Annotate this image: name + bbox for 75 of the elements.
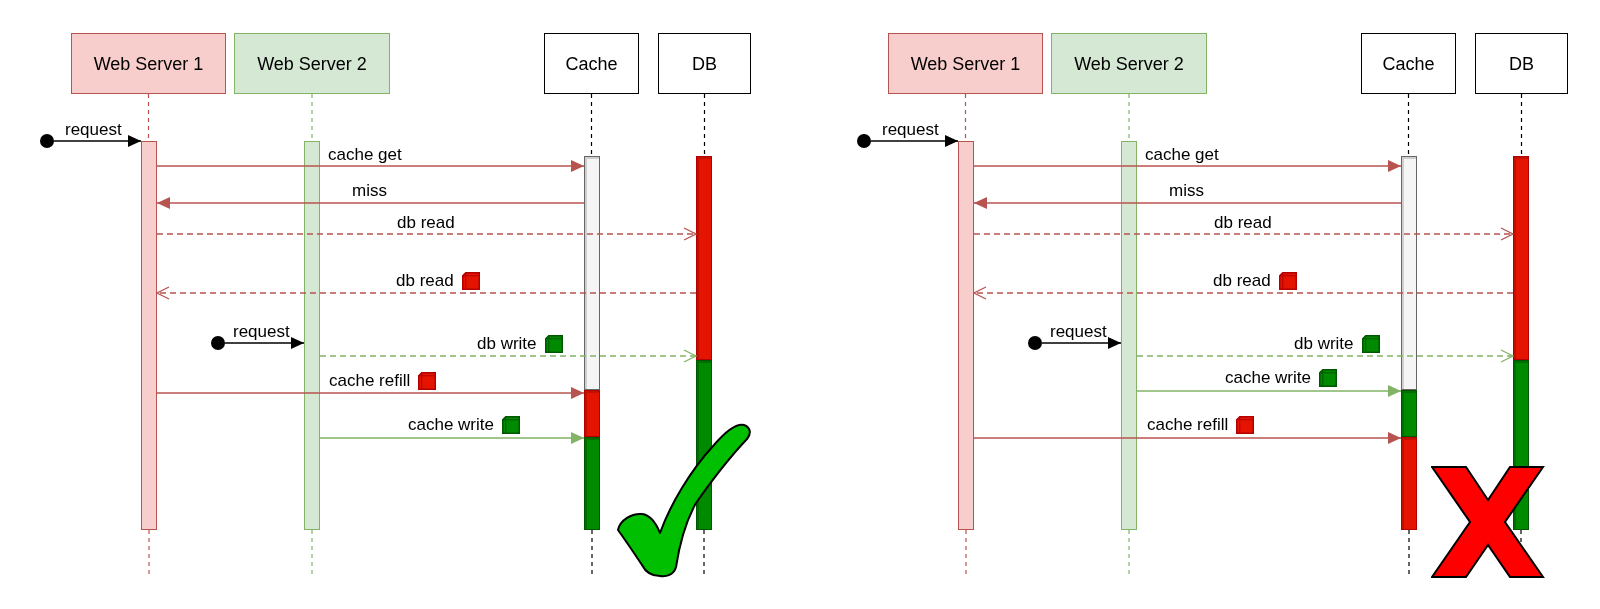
participant-label: Web Server 2 [1074,52,1184,75]
lifeline [703,93,706,157]
participant-label: DB [1509,52,1534,75]
lifeline [1520,93,1523,157]
lifeline [148,529,150,576]
message-arrow [973,432,1402,444]
participant-box [234,33,390,94]
message-label: request [882,120,939,140]
lifeline [965,529,967,576]
message-arrow [1041,337,1122,349]
lifeline [590,93,593,157]
message-arrow [870,135,959,147]
activation-bar [141,141,157,530]
activation-bar [1401,437,1417,530]
participant-label: Web Server 1 [93,52,204,75]
activation-bar [1513,156,1529,360]
participant-label: Web Server 1 [910,52,1021,75]
message-label: cache write [408,415,494,435]
participant-box [1051,33,1207,94]
message-label: request [65,120,122,140]
participant-label: Cache [1382,52,1435,75]
message-label: cache write [1225,368,1311,388]
message-arrow [1136,349,1514,363]
message-arrow [973,286,1514,300]
message-label: request [1050,322,1107,342]
message-arrow [973,197,1402,209]
message-label: db write [1294,334,1354,354]
participant-box [888,33,1043,94]
lifeline [703,529,705,576]
message-label: miss [352,181,387,201]
lifeline [311,529,313,576]
message-arrow [53,135,142,147]
message-arrow [156,160,585,172]
lifeline [1407,93,1410,157]
message-arrow [319,349,697,363]
participant-box [1475,33,1568,94]
message-arrow [319,432,585,444]
activation-bar [584,156,600,390]
lifeline [1128,529,1130,576]
message-arrow [224,337,305,349]
message-label: db read [397,213,455,233]
message-arrow [156,227,697,241]
activation-bar [584,437,600,530]
participant-label: DB [692,52,717,75]
message-label: cache get [328,145,402,165]
activation-bar [1401,390,1417,437]
message-arrow [973,160,1402,172]
message-label: request [233,322,290,342]
message-label: cache refill [329,371,411,391]
participant-label: Web Server 2 [257,52,367,75]
activation-bar [304,141,320,530]
participant-box [1361,33,1456,94]
lifeline [591,529,593,576]
message-label: db write [477,334,537,354]
message-label: db read [396,271,454,291]
message-label: miss [1169,181,1204,201]
message-arrow [156,197,585,209]
message-arrow [1136,385,1402,397]
activation-bar [584,390,600,437]
lifeline [1408,529,1410,576]
message-label: db read [1213,271,1271,291]
message-arrow [156,387,585,399]
message-arrow [973,227,1514,241]
participant-box [658,33,751,94]
participant-box [71,33,226,94]
message-label: cache get [1145,145,1219,165]
activation-bar [696,156,712,360]
activation-bar [1121,141,1137,530]
message-label: db read [1214,213,1272,233]
activation-bar [958,141,974,530]
activation-bar [1401,156,1417,390]
message-label: cache refill [1147,415,1229,435]
message-arrow [156,286,697,300]
participant-box [544,33,639,94]
participant-label: Cache [565,52,618,75]
